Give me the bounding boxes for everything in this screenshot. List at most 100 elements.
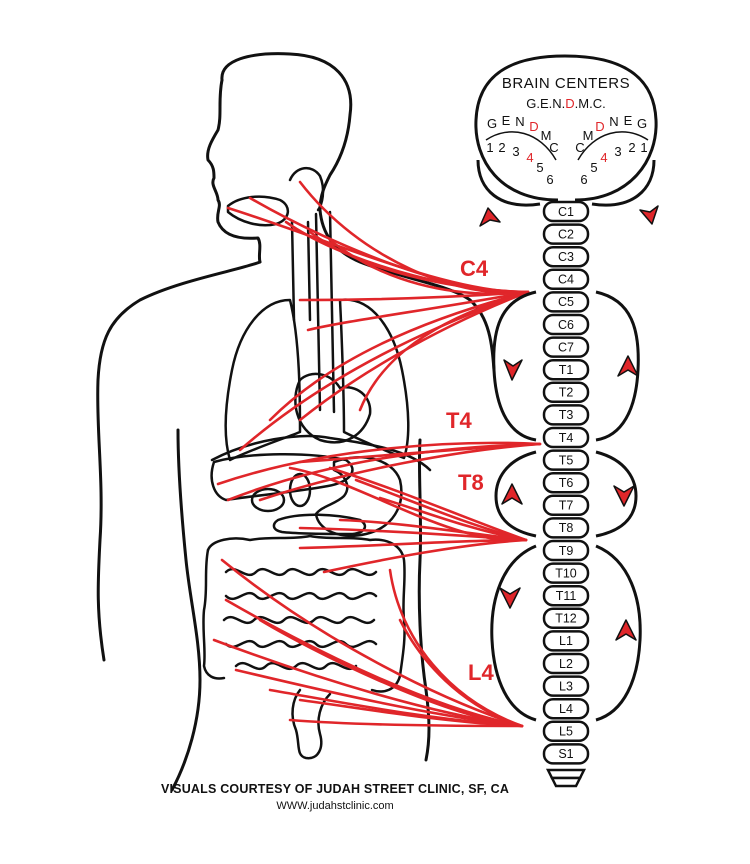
vertebra-body <box>542 743 590 765</box>
vertebra-c5: C5 <box>542 291 590 313</box>
right-letter: D <box>595 119 604 134</box>
left-number: 6 <box>546 172 553 187</box>
vertebra-body <box>542 313 590 336</box>
vertebra-label: T6 <box>559 476 574 490</box>
vertebra-label: T5 <box>559 453 574 467</box>
gallbladder <box>250 487 286 513</box>
level-label-t8: T8 <box>458 470 484 495</box>
vertebra-t1: T1 <box>542 358 590 381</box>
vertebra-l3: L3 <box>542 675 590 697</box>
arrow-down-icon <box>499 587 521 609</box>
vertebra-label: C6 <box>558 318 574 332</box>
vertebra-t4: T4 <box>542 426 590 449</box>
vertebra-label: T8 <box>559 521 574 535</box>
left-letter: M <box>541 128 552 143</box>
body-outline <box>96 52 496 792</box>
vertebra-t8: T8 <box>542 517 590 539</box>
vertebra-l4: L4 <box>542 697 590 720</box>
right-letter: N <box>609 114 618 129</box>
nasal-cavity <box>226 195 289 227</box>
vertebra-label: C5 <box>558 295 574 309</box>
vertebra-t5: T5 <box>542 449 590 471</box>
vertebra-label: T3 <box>559 408 574 422</box>
left-number: 3 <box>512 144 519 159</box>
vertebra-label: T2 <box>559 386 574 400</box>
vertebra-label: C7 <box>558 340 574 354</box>
vertebra-t11: T11 <box>542 584 590 607</box>
vertebra-label: C3 <box>558 250 574 264</box>
level-label-c4: C4 <box>460 256 489 281</box>
vertebra-label: L5 <box>559 725 573 739</box>
vertebra-c4: C4 <box>542 268 590 291</box>
vertebra-body <box>542 200 590 223</box>
loop-arcs <box>476 159 656 722</box>
vertebra-label: L2 <box>559 657 573 671</box>
vertebra-body <box>542 539 590 562</box>
vertebra-label: T7 <box>559 499 574 513</box>
brain-centers-subtitle: G.E.N.D.M.C. <box>526 96 605 111</box>
vertebra-t9: T9 <box>542 539 590 562</box>
vertebra-body <box>542 652 590 675</box>
vertebra-body <box>542 675 590 697</box>
brain-outline <box>474 54 658 202</box>
vertebra-t12: T12 <box>542 607 590 630</box>
left-letter: G <box>487 116 497 131</box>
arrow-down-icon <box>613 485 635 507</box>
flow-arrows <box>479 205 659 641</box>
vertebra-body <box>542 517 590 539</box>
vertebra-body <box>542 268 590 291</box>
vertebra-t2: T2 <box>542 381 590 404</box>
vertebra-body <box>542 471 590 494</box>
vertebra-label: T1 <box>559 363 574 377</box>
credit-url: WWW.judahstclinic.com <box>276 800 394 812</box>
vertebra-l1: L1 <box>542 630 590 652</box>
arrow-up-icon <box>479 207 501 227</box>
vertebra-c2: C2 <box>542 223 590 245</box>
vertebra-l2: L2 <box>542 652 590 675</box>
vertebra-body <box>542 630 590 652</box>
arrow-down-icon <box>503 359 523 381</box>
vertebra-body <box>542 720 590 743</box>
vertebra-body <box>542 426 590 449</box>
right-lung <box>338 298 410 460</box>
vertebra-body <box>542 584 590 607</box>
heart <box>294 372 372 444</box>
vertebra-body <box>542 697 590 720</box>
arrow-up-icon <box>615 619 637 641</box>
brain-centers: BRAIN CENTERS G.E.N.D.M.C. G E N D M C C… <box>474 54 658 202</box>
right-number: 3 <box>614 144 621 159</box>
vertebra-label: T11 <box>556 589 577 603</box>
vertebra-body <box>542 404 590 426</box>
right-number: 6 <box>580 172 587 187</box>
right-number: 2 <box>628 140 635 155</box>
vertebra-body <box>542 358 590 381</box>
large-intestine <box>206 534 406 693</box>
vertebra-body <box>542 494 590 517</box>
vertebra-label: T12 <box>555 612 577 626</box>
vertebra-label: T10 <box>555 566 577 580</box>
vertebra-t6: T6 <box>542 471 590 494</box>
nerve-lines <box>212 180 542 728</box>
vertebra-c7: C7 <box>542 336 590 358</box>
left-lung <box>224 298 302 462</box>
left-letter: D <box>529 119 538 134</box>
vertebra-c1: C1 <box>542 200 590 223</box>
vertebra-label: T4 <box>559 431 574 445</box>
vertebra-label: C1 <box>558 205 574 219</box>
vertebra-label: L4 <box>559 702 573 716</box>
vertebra-t10: T10 <box>542 562 590 584</box>
left-number: 4 <box>526 150 533 165</box>
vertebra-label: C2 <box>558 227 574 241</box>
vertebra-label: C4 <box>558 273 574 287</box>
left-number: 1 <box>486 140 493 155</box>
spine: C1C2C3C4C5C6C7T1T2T3T4T5T6T7T8T9T10T11T1… <box>542 200 590 765</box>
left-letter: C <box>549 140 558 155</box>
right-letter: M <box>583 128 594 143</box>
vertebra-label: T9 <box>559 544 574 558</box>
right-number: 4 <box>600 150 607 165</box>
pancreas <box>272 513 367 536</box>
left-letter: N <box>515 114 524 129</box>
left-number: 5 <box>536 160 543 175</box>
trachea <box>290 220 312 322</box>
